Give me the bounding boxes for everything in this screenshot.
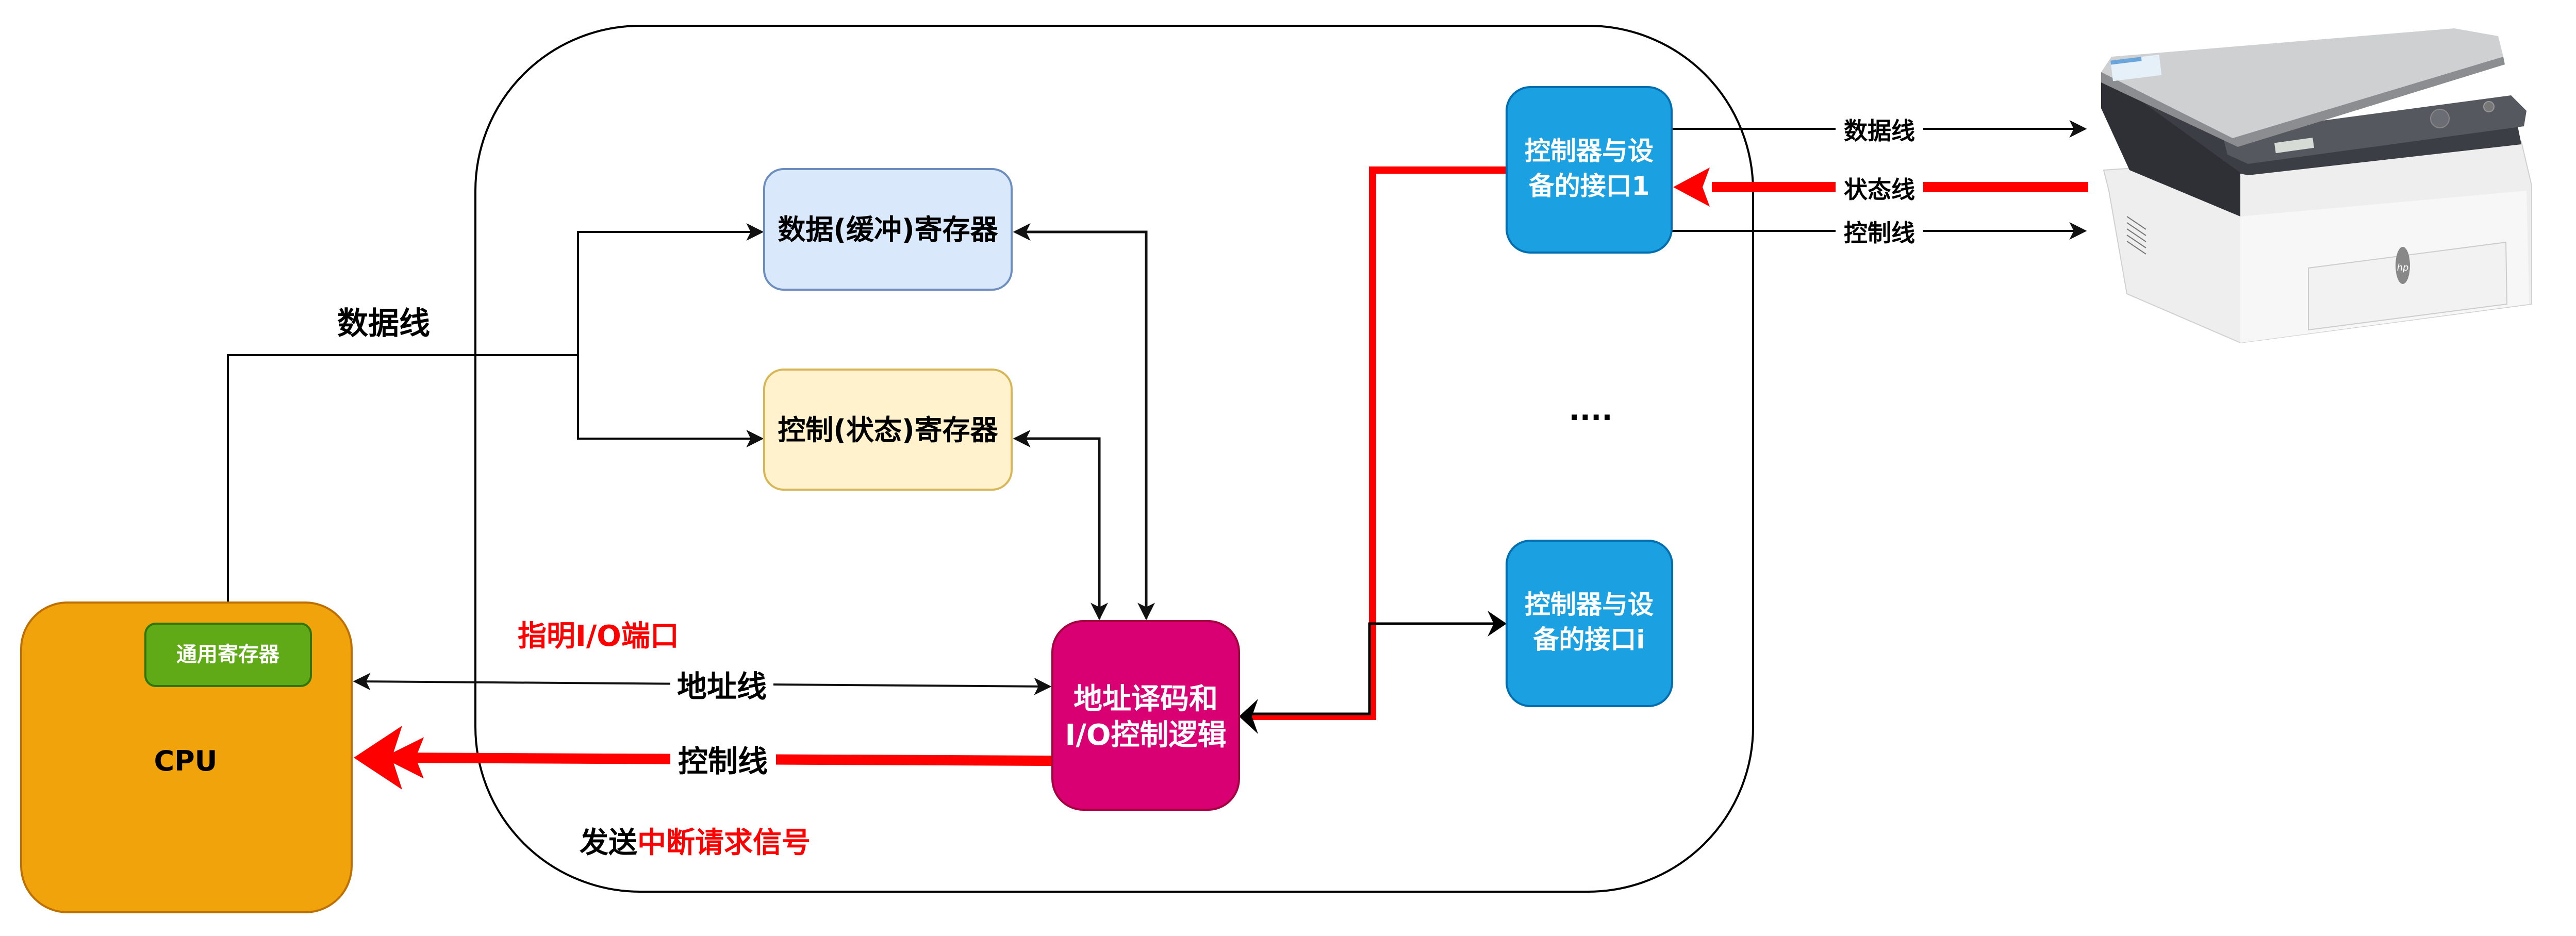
controller-device-interface-i[interactable]: 控制器与设 备的接口i bbox=[1506, 540, 1673, 707]
device-status-label-bg bbox=[1836, 173, 1923, 202]
control-register-label: 控制(状态)寄存器 bbox=[778, 414, 998, 446]
device-data-label-bg bbox=[1836, 114, 1923, 143]
send-interrupt-prefix: 发送 bbox=[580, 826, 637, 860]
control-line-label-bg bbox=[670, 742, 776, 779]
device-status-line-label: 状态线 bbox=[1844, 176, 1915, 204]
general-register-label: 通用寄存器 bbox=[176, 643, 280, 666]
address-line-label: 地址线 bbox=[677, 669, 767, 704]
control-line-arrowhead bbox=[354, 726, 402, 790]
interface-bus-arrowhead bbox=[1239, 699, 1258, 734]
interface-1-label-line2: 备的接口1 bbox=[1529, 171, 1650, 201]
address-logic-label-line1: 地址译码和 bbox=[1074, 682, 1218, 716]
interface-bus bbox=[1243, 622, 1503, 715]
send-interrupt-label: 发送中断请求信号 bbox=[580, 826, 811, 860]
controller-device-interface-1[interactable]: 控制器与设 备的接口1 bbox=[1506, 86, 1673, 254]
address-logic-label-line2: I/O控制逻辑 bbox=[1065, 718, 1227, 752]
io-interface-container bbox=[474, 25, 1754, 893]
interface-1-label-line1: 控制器与设 bbox=[1525, 136, 1654, 166]
address-decode-logic[interactable]: 地址译码和 I/O控制逻辑 bbox=[1051, 620, 1240, 811]
data-register[interactable]: 数据(缓冲)寄存器 bbox=[763, 168, 1013, 291]
control-register[interactable]: 控制(状态)寄存器 bbox=[763, 369, 1013, 491]
interface-i-label-line2: 备的接口i bbox=[1533, 625, 1645, 655]
device-control-line-label: 控制线 bbox=[1844, 219, 1915, 247]
general-register[interactable]: 通用寄存器 bbox=[144, 623, 312, 687]
more-interfaces-ellipsis: .... bbox=[1568, 394, 1612, 427]
address-line-label-bg bbox=[670, 667, 773, 704]
interrupt-path bbox=[1248, 166, 1507, 720]
interface-i-arrowhead bbox=[1488, 611, 1507, 637]
send-interrupt-highlight: 中断请求信号 bbox=[637, 826, 811, 860]
cpu-data-bus bbox=[219, 223, 764, 621]
indicate-io-port-label: 指明I/O端口 bbox=[518, 620, 679, 653]
printer-icon: hp bbox=[2101, 28, 2532, 344]
cpu-label: CPU bbox=[154, 745, 217, 777]
register-links bbox=[1013, 223, 1155, 621]
device-control-label-bg bbox=[1836, 216, 1923, 245]
control-line-label: 控制线 bbox=[678, 744, 768, 779]
interface-i-label-line1: 控制器与设 bbox=[1525, 590, 1654, 620]
data-register-label: 数据(缓冲)寄存器 bbox=[778, 213, 998, 246]
cpu-data-line-label: 数据线 bbox=[337, 306, 430, 342]
device-status-arrowhead bbox=[1673, 168, 1710, 207]
device-data-line-label: 数据线 bbox=[1844, 117, 1915, 145]
printer-brand-mark: hp bbox=[2397, 262, 2409, 273]
